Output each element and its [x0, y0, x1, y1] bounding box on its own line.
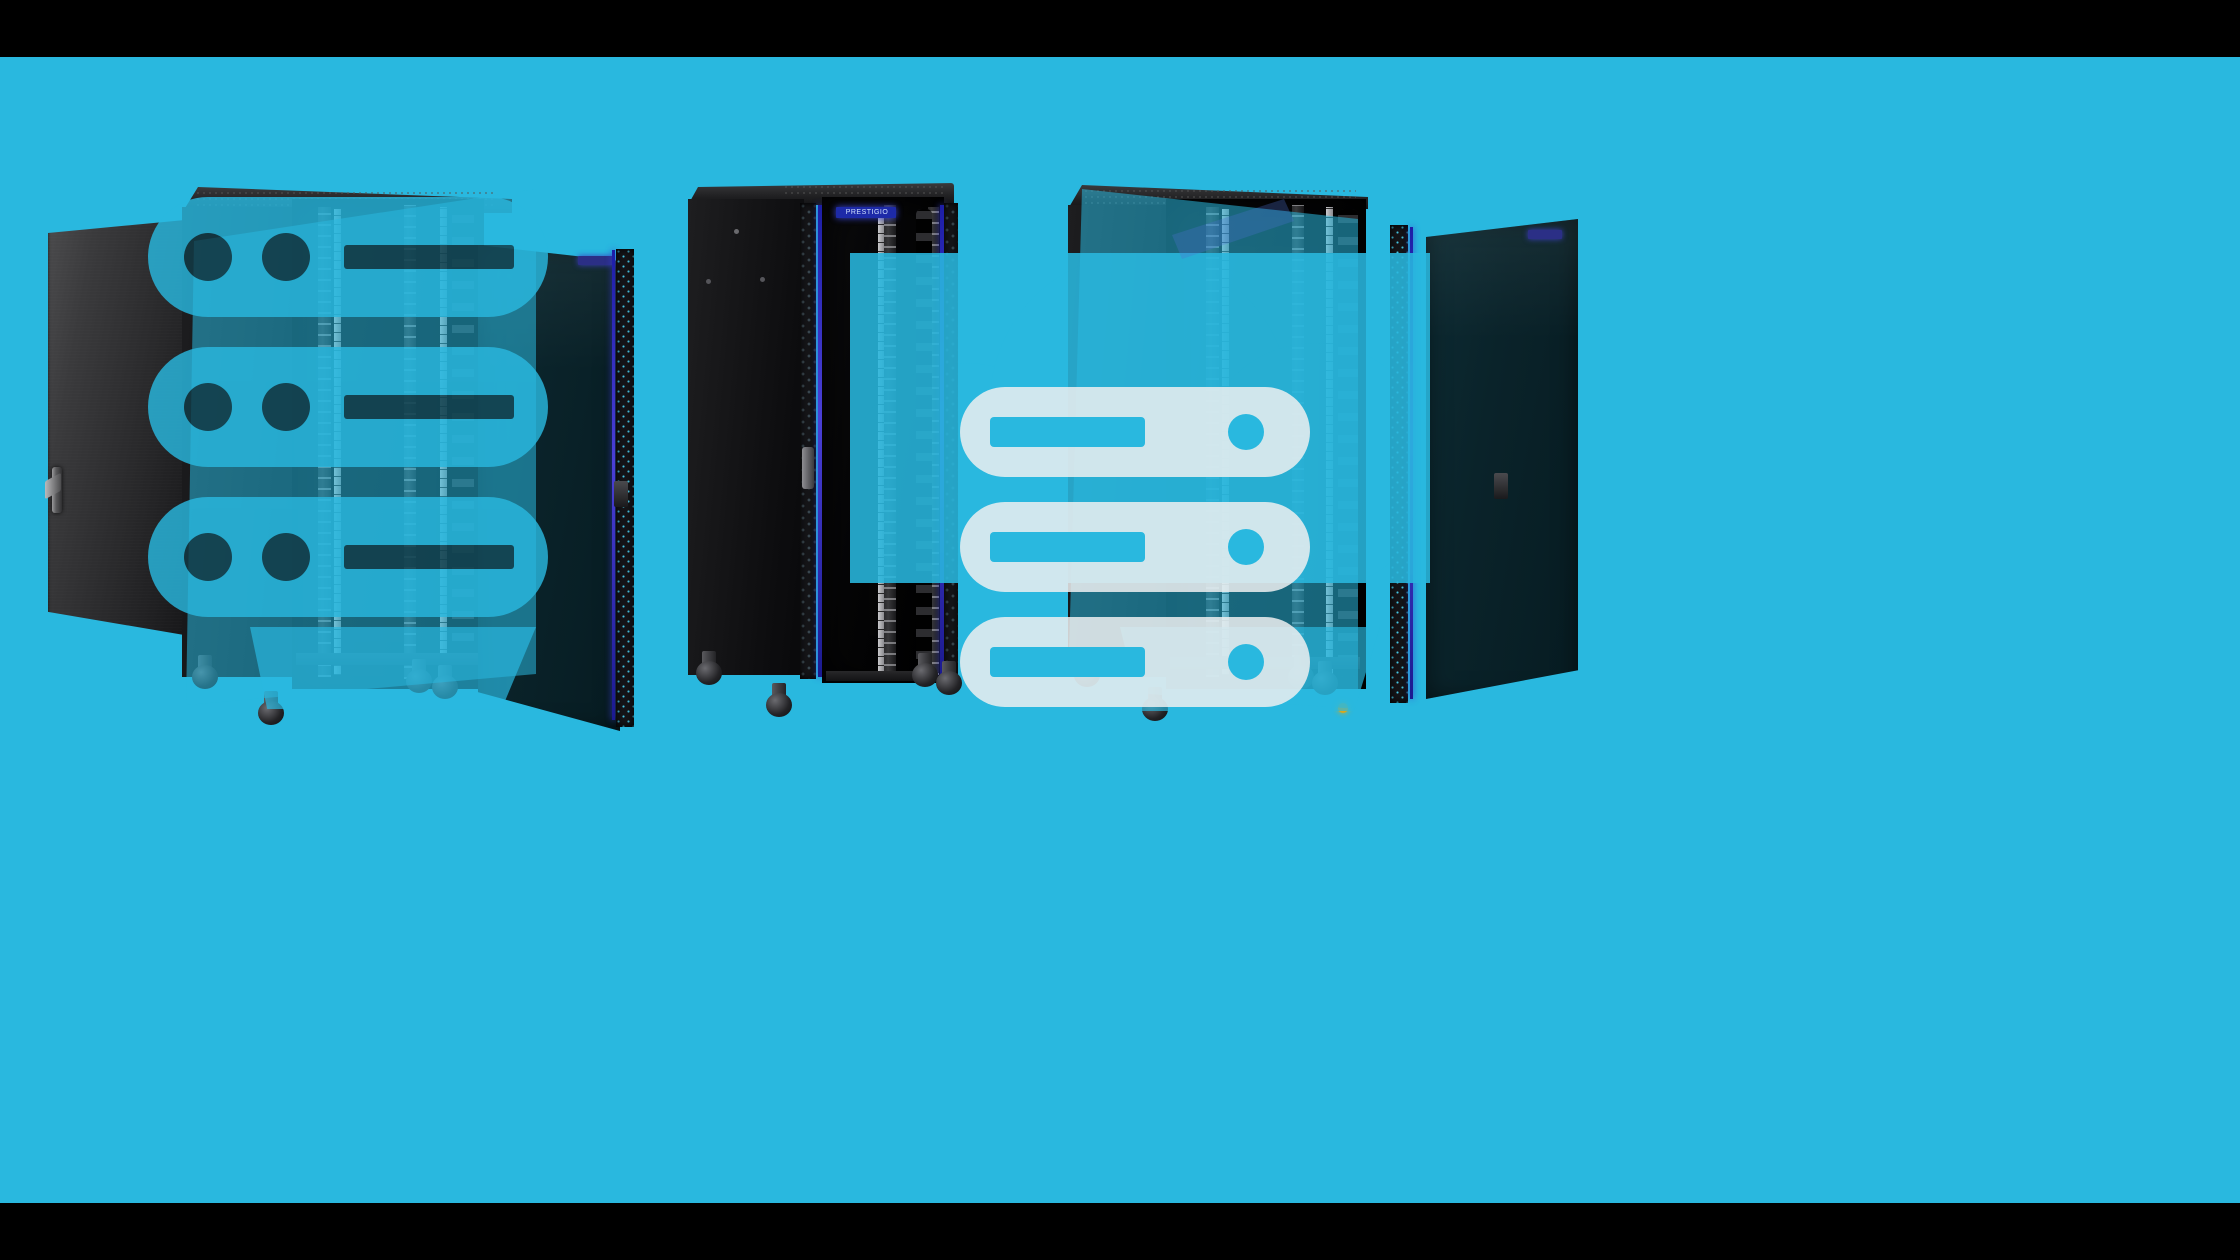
- rack-right-door-led-edge: [1410, 227, 1413, 699]
- letterbox-bar-bottom: [0, 1203, 2240, 1260]
- rack-right-mounting-rail-front: [1206, 207, 1219, 677]
- rack-center-door-lock: [802, 447, 814, 489]
- rack-center-brand-label: PRESTIGIO: [845, 209, 889, 216]
- rack-center-cable-manager: [916, 209, 932, 673]
- rack-left-rail-ruler-b: [440, 207, 447, 677]
- rack-left-frame: [182, 207, 298, 677]
- rack-right-front-door: [1426, 219, 1578, 699]
- caster: [910, 653, 940, 687]
- rack-center-front-left-vent: [800, 203, 816, 679]
- caster-wheel: [406, 669, 432, 693]
- caster-wheel: [766, 693, 792, 717]
- caster-wheel: [1142, 697, 1168, 721]
- caster-wheel: [936, 671, 962, 695]
- rack-left-cable-manager: [452, 209, 474, 677]
- caster: [256, 691, 286, 725]
- caster: [430, 665, 460, 699]
- rack-left-mounting-rail-front: [318, 207, 331, 677]
- caster: [934, 661, 964, 695]
- rack-center-side-panel: [688, 199, 804, 675]
- rack-center-top-vent-mesh: [784, 185, 944, 197]
- rack-right-front-door-sheen: [1426, 219, 1578, 439]
- rack-right-frame: [1068, 205, 1172, 677]
- rack-right-rail-ruler-a: [1222, 209, 1229, 675]
- rack-left: [0, 57, 720, 1203]
- caster: [764, 683, 794, 717]
- caster: [190, 655, 220, 689]
- rack-center-shelf: [826, 671, 938, 681]
- rack-center-mounting-rail-front: [884, 205, 896, 677]
- rack-center-side-panel-screw: [734, 229, 739, 234]
- caster: [1140, 687, 1170, 721]
- rack-center-side-panel-screw: [706, 279, 711, 284]
- rack-left-mounting-rail-mid: [404, 205, 416, 679]
- rack-center-rail-ruler-a: [878, 207, 884, 675]
- rack-left-front-door-badge: [578, 256, 614, 265]
- rack-left-rail-ruler-a: [334, 209, 341, 675]
- rack-left-rear-door-handle: [52, 467, 62, 513]
- caster: [1310, 661, 1340, 695]
- photo-scene: PRESTIGIO: [0, 57, 2240, 1203]
- rack-right-mounting-rail-mid: [1292, 205, 1304, 679]
- rack-left-door-lock: [614, 481, 628, 507]
- caster-wheel: [1074, 663, 1100, 687]
- caster: [1072, 653, 1102, 687]
- rack-center-front-right-vent: [944, 203, 958, 679]
- caster-wheel: [432, 675, 458, 699]
- rack-center: PRESTIGIO: [688, 57, 988, 1203]
- rack-center-side-panel-screw: [760, 277, 765, 282]
- rack-right: [1060, 57, 1760, 1203]
- rack-center-led-edge-left: [818, 205, 822, 677]
- rack-left-door-led-edge: [612, 250, 615, 720]
- caster-wheel: [1312, 671, 1338, 695]
- caster-wheel: [192, 665, 218, 689]
- caster-wheel: [258, 701, 284, 725]
- caster-wheel: [912, 663, 938, 687]
- rack-right-rail-ruler-b: [1326, 207, 1333, 677]
- rack-right-interior: [1166, 199, 1366, 689]
- rack-right-door-lock: [1494, 473, 1508, 499]
- caster-wheel: [696, 661, 722, 685]
- caster: [694, 651, 724, 685]
- rack-left-rear-door: [48, 219, 196, 637]
- rack-right-door-vent-strip: [1390, 225, 1408, 703]
- rack-right-cable-manager: [1338, 209, 1358, 677]
- rack-left-shelf: [296, 653, 480, 665]
- rack-center-brand-badge: [836, 207, 896, 218]
- rack-right-front-door-badge: [1528, 230, 1562, 239]
- rack-left-front-door-sheen: [478, 245, 620, 475]
- rack-right-amber-indicator: [1338, 703, 1348, 713]
- letterbox-bar-top: [0, 0, 2240, 57]
